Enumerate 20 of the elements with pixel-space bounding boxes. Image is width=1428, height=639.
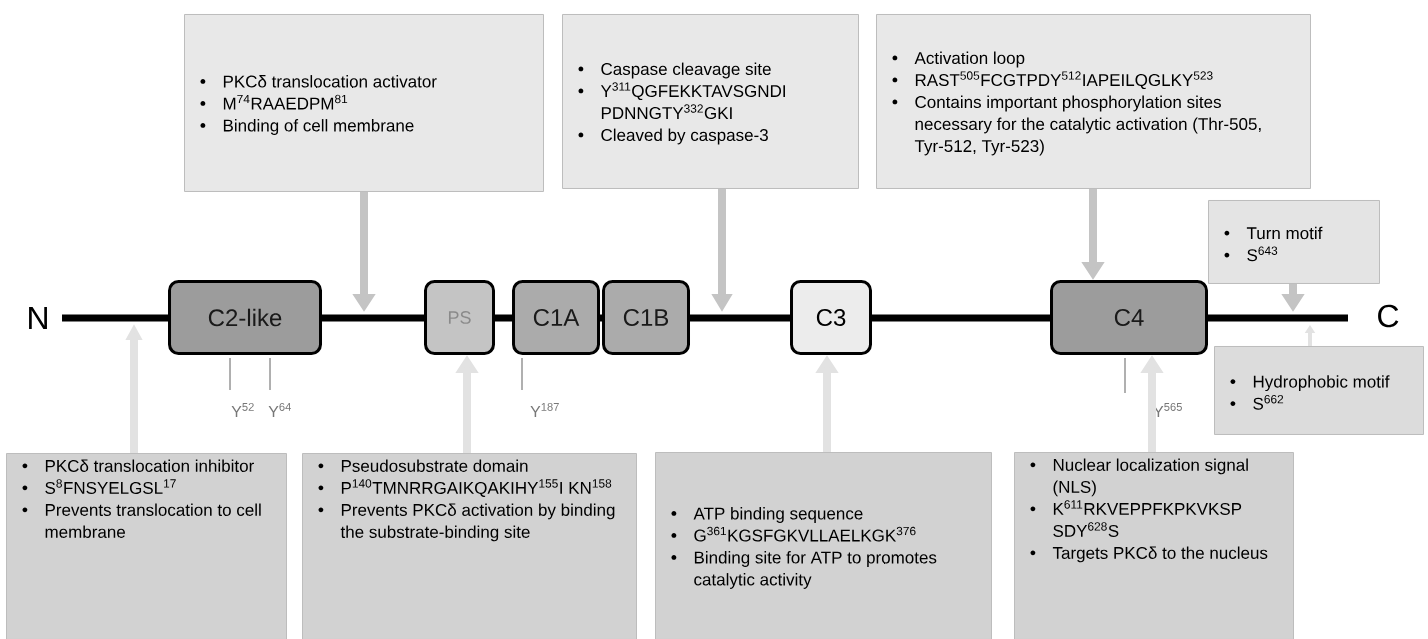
callout-box: PKCδ translocation inhibitor S$^{8}$FNSYELGSL$^{17}$ Prevents translocation to cell membrane: [6, 453, 287, 639]
residue-label: Y$^{187}$: [530, 402, 559, 418]
residue-label: Y$^{64}$: [268, 402, 291, 418]
callout-box: Caspase cleavage site Y$^{311}$QGFEKKTAVSGNDI PDNNGTY$^{332}$GKI Cleaved by caspase-3: [562, 14, 859, 189]
callout-box: Nuclear localization signal (NLS) K$^{611}$RKVEPPFKPKVKSP SDY$^{628}$S Targets PKCδ to the nucleus: [1014, 452, 1294, 639]
domain-box: C1B: [602, 280, 690, 355]
terminus-label: C: [1378, 304, 1399, 328]
callout-box: Turn motif S$^{643}$: [1208, 200, 1380, 284]
terminus-label: N: [29, 307, 47, 329]
callout-box: Hydrophobic motif S$^{662}$: [1214, 346, 1424, 435]
callout-box: PKCδ translocation activator M$^{74}$RAAEDPM$^{81}$ Binding of cell membrane: [184, 14, 544, 192]
callout-box: Pseudosubstrate domain P$^{140}$TMNRRGAIKQAKIHY$^{155}$I KN$^{158}$ Prevents PKCδ activation by binding the substrate-binding site: [302, 453, 637, 639]
domain-box: PS: [424, 280, 495, 355]
domain-box: C3: [790, 280, 872, 355]
residue-label: Y$^{52}$: [231, 402, 254, 418]
callout-box: ATP binding sequence G$^{361}$KGSFGKVLLAELKGK$^{376}$ Binding site for ATP to promotes catalytic activity: [655, 452, 992, 639]
domain-box: C1A: [512, 280, 600, 355]
domain-box: C4: [1050, 280, 1208, 355]
domain-box: C2-like: [168, 280, 322, 355]
callout-box: Activation loop RAST$^{505}$FCGTPDY$^{512}$IAPEILQGLKY$^{523}$ Contains important phosphorylation sites necessary for the catalytic activation (Thr-505, Tyr-512, Tyr-523): [876, 14, 1311, 189]
